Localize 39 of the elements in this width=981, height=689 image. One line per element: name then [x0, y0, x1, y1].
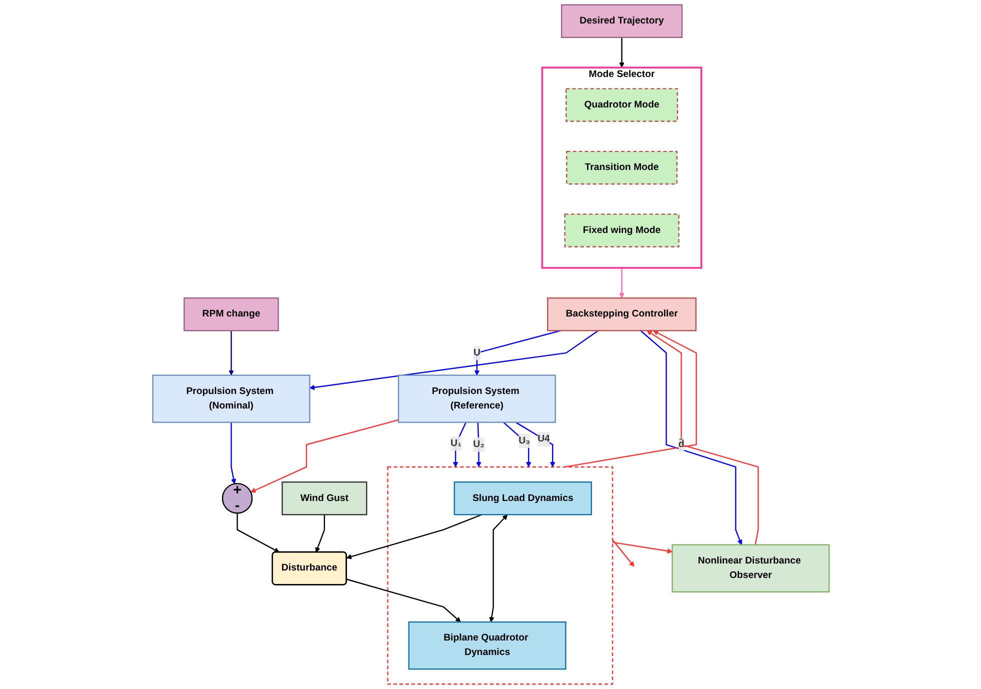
node-box: Quadrotor Mode — [565, 88, 678, 122]
arrow — [308, 330, 598, 390]
arrow — [236, 513, 279, 553]
arrow — [488, 514, 508, 622]
arrow — [474, 330, 560, 376]
node-box: Propulsion System (Nominal) — [152, 374, 310, 423]
node-box: Slung Load Dynamics — [453, 481, 592, 516]
cluster — [386, 466, 613, 685]
node-box: Biplane Quadrotor Dynamics — [408, 621, 566, 670]
edge-label: U₃ — [518, 435, 530, 446]
arrow — [228, 330, 234, 376]
node-box: Fixed wing Mode — [564, 214, 679, 248]
edge-label: U4 — [537, 434, 550, 444]
arrow — [230, 422, 236, 484]
arrow — [346, 578, 460, 622]
node-box: Desired Trajectory — [560, 4, 682, 38]
arrow — [646, 330, 758, 545]
node-box: RPM change — [183, 297, 278, 332]
node-circle: + - — [221, 482, 252, 514]
node-box: Backstepping Controller — [546, 297, 696, 332]
node-box: Nonlinear Disturbance Observer — [671, 544, 830, 592]
arrow — [564, 330, 696, 468]
arrow — [612, 539, 634, 567]
arrow — [618, 37, 624, 68]
arrow — [502, 422, 531, 468]
edge-label: U₁ — [450, 438, 462, 448]
arrow — [250, 419, 398, 493]
node-box: Propulsion System (Reference) — [397, 374, 556, 423]
arrow — [618, 268, 624, 298]
node-box: Wind Gust — [281, 481, 367, 516]
arrow — [514, 422, 555, 468]
arrow — [612, 542, 672, 554]
arrow — [314, 514, 325, 553]
edge-label: U — [472, 348, 480, 358]
arrow — [346, 514, 482, 560]
edge-label: U₂ — [472, 439, 484, 450]
node-box: Transition Mode — [566, 150, 678, 185]
arrow — [640, 330, 742, 546]
edge-label: d̂ — [678, 439, 684, 450]
